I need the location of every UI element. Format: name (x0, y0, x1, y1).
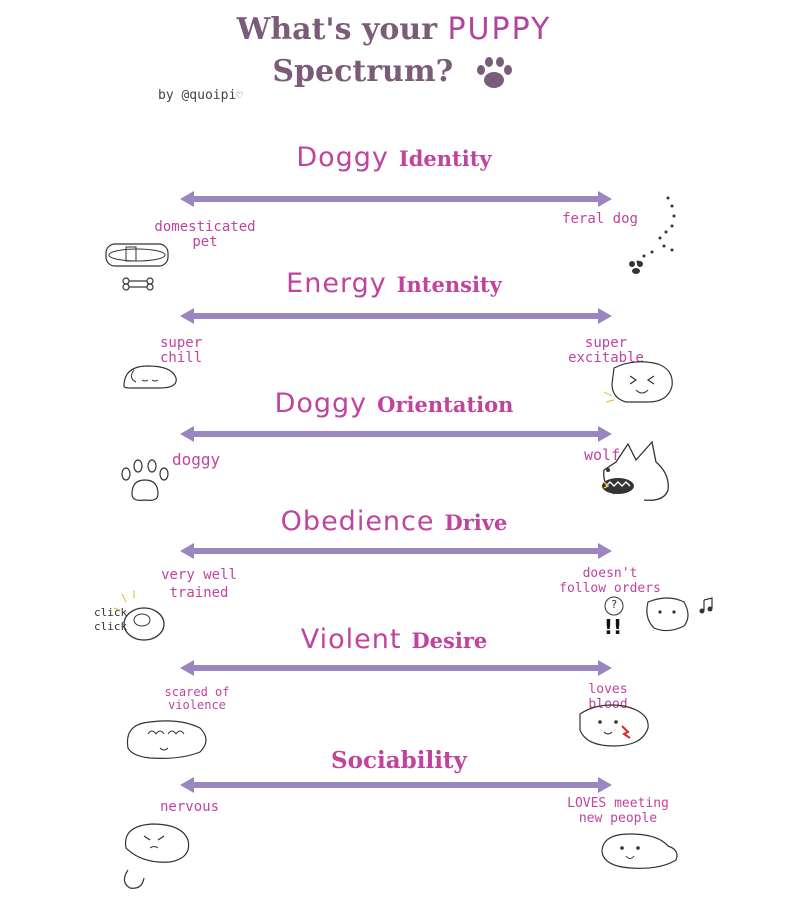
section-title-identity: Doggy Identity (0, 142, 788, 173)
exclamation-text: !! (603, 615, 623, 639)
section-title-energy: Energy Intensity (0, 268, 788, 299)
scared-puppy-icon (120, 714, 212, 766)
page-title-line-1: What's your PUPPY (0, 12, 788, 47)
section-word2: Identity (398, 146, 492, 171)
section-word2: Sociability (331, 747, 467, 774)
section-word1: Energy (286, 268, 387, 299)
label-super-chill: super chill (160, 335, 203, 366)
disobedient-puppy-icon (588, 594, 718, 648)
section-title-obedience: Obedience Drive (0, 506, 788, 537)
title-spectrum: Spectrum? (272, 54, 454, 89)
bloody-puppy-icon (574, 702, 654, 754)
paw-print-icon (118, 458, 174, 510)
click-text-2: click (94, 620, 128, 633)
sleeping-puppy-icon (120, 360, 184, 396)
title-prefix: What's your (236, 12, 438, 47)
collar-bone-icon (104, 240, 174, 304)
paw-icon (472, 56, 516, 90)
footprint-trail-icon (628, 192, 688, 280)
excited-puppy-icon (603, 358, 680, 414)
label-wolf: wolf (584, 446, 621, 464)
label-scared-of-violence: scared of violence (164, 685, 230, 712)
spectrum-arrow-sociability (180, 777, 612, 793)
friendly-puppy-icon (596, 830, 682, 876)
page-title-line-2: Spectrum? (0, 54, 788, 90)
section-word1: Obedience (280, 506, 435, 537)
label-loves-meeting-new-people: LOVES meeting new people (567, 796, 669, 826)
clicker-icon (113, 584, 170, 650)
section-title-orientation: Doggy Orientation (0, 388, 788, 419)
label-doesnt-follow-orders: doesn't follow orders (559, 566, 661, 596)
section-title-violent: Violent Desire (0, 624, 788, 655)
label-domesticated-pet: domesticated pet (154, 219, 256, 250)
section-word2: Drive (444, 510, 508, 535)
section-title-sociability: Sociability (0, 744, 788, 775)
section-word1: Doggy (274, 388, 368, 419)
heart-icon: ♡ (236, 89, 243, 102)
title-puppy: PUPPY (447, 12, 552, 47)
spectrum-arrow-orientation (180, 426, 612, 442)
section-word2: Intensity (396, 272, 502, 297)
byline: by @quoipi♡ (158, 88, 243, 103)
section-word1: Violent (300, 624, 402, 655)
section-word1: Doggy (296, 142, 389, 173)
label-very-well-trained: very well trained (161, 567, 237, 601)
spectrum-arrow-energy (180, 308, 612, 324)
label-doggy: doggy (172, 450, 221, 469)
spectrum-arrow-identity (180, 191, 612, 207)
wolf-icon (594, 440, 676, 508)
label-feral-dog: feral dog (562, 211, 638, 227)
spectrum-arrow-violent (180, 660, 612, 676)
section-word2: Desire (411, 628, 488, 653)
section-word2: Orientation (377, 392, 514, 417)
byline-text: by @quoipi (158, 88, 237, 103)
nervous-puppy-icon (116, 818, 198, 896)
question-mark-text: ? (610, 598, 618, 611)
spectrum-arrow-obedience (180, 543, 612, 559)
label-nervous: nervous (160, 799, 220, 815)
label-super-excitable: super excitable (568, 335, 644, 366)
